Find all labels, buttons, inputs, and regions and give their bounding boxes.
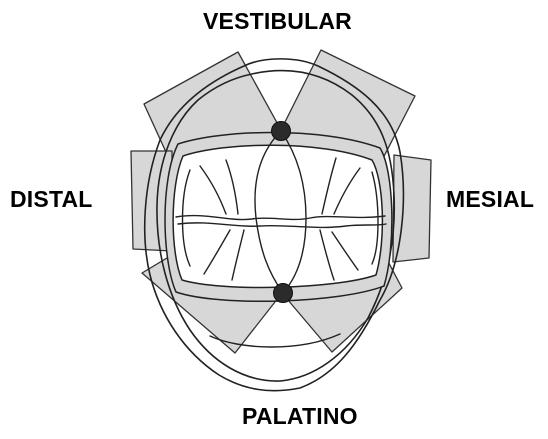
label-vestibular: VESTIBULAR <box>203 10 352 33</box>
label-distal: DISTAL <box>10 188 93 211</box>
label-mesial: MESIAL <box>446 188 534 211</box>
label-palatino: PALATINO <box>242 405 358 428</box>
contact-point-top <box>272 122 291 141</box>
contact-point-bottom <box>274 284 293 303</box>
